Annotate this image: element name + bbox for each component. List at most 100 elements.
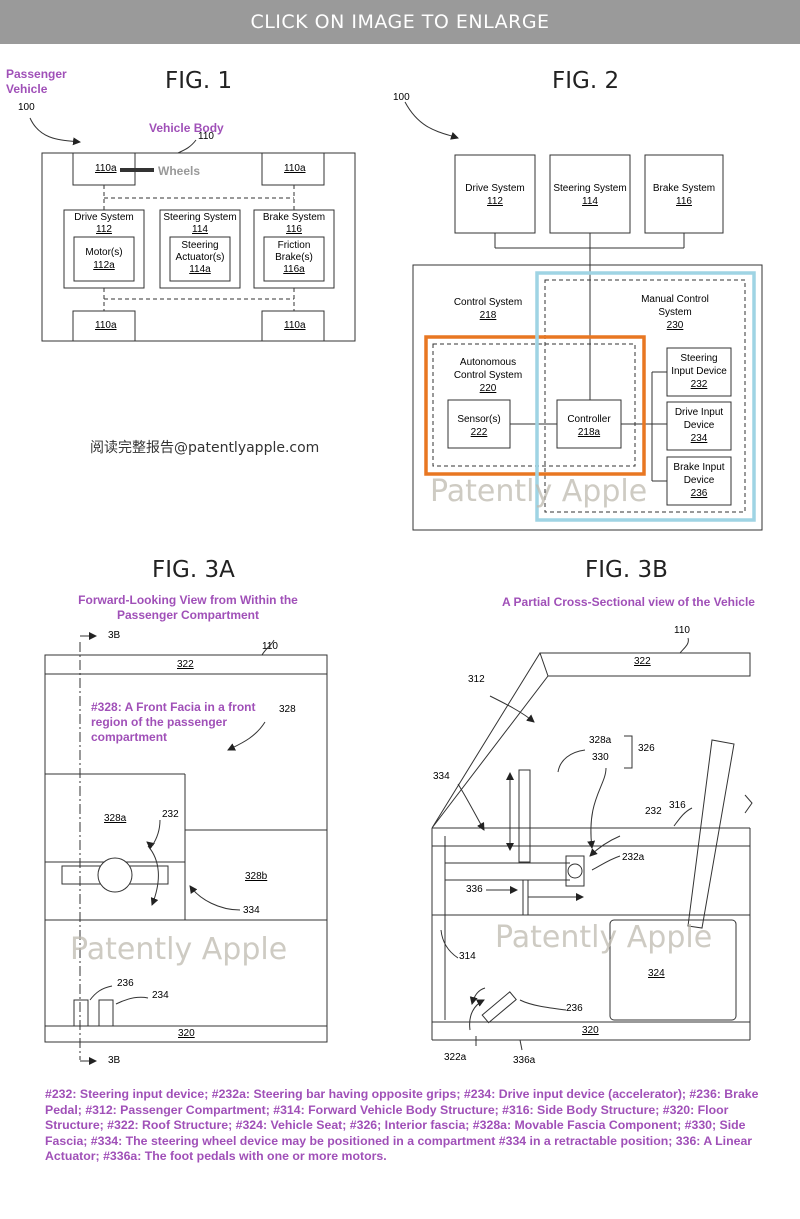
f2-steer-in-1: Steering <box>680 353 718 364</box>
f2-brake-num: 116 <box>676 196 692 207</box>
fig3a-subtitle-1: Forward-Looking View from Within the <box>78 593 298 607</box>
f1-actuator-1: Steering <box>181 240 219 251</box>
f2-drive-num: 112 <box>487 196 503 207</box>
f2-control-num: 218 <box>479 310 497 321</box>
legend-notes: #232: Steering input device; #232a: Stee… <box>45 1087 759 1164</box>
f2-brake-in-1: Brake Input <box>673 462 725 473</box>
wheels-label: Wheels <box>158 164 201 178</box>
f1-steering-num: 114 <box>192 224 208 235</box>
f2-manual-2: System <box>658 307 692 318</box>
f2-drive-in-1: Drive Input <box>674 407 724 418</box>
fig3b <box>431 637 753 1051</box>
f2-drive: Drive System <box>465 183 525 194</box>
f3b-r326: 326 <box>638 743 655 754</box>
front-facia-2: region of the passenger <box>91 715 228 729</box>
f3a-r234: 234 <box>152 990 169 1001</box>
fig2-ref100: 100 <box>393 92 410 103</box>
f1-friction-num: 116a <box>283 264 305 275</box>
fig3a-watermark: Patently Apple <box>70 932 288 967</box>
f3a-3b-bottom: 3B <box>108 1055 121 1066</box>
f3b-r322a: 322a <box>444 1052 467 1063</box>
f2-drive-in-2: Device <box>683 420 715 431</box>
wheel-rr: 110a <box>284 320 306 331</box>
f3a-r328b: 328b <box>245 871 268 882</box>
f3b-r236: 236 <box>566 1003 583 1014</box>
f2-brake-in-2: Device <box>683 475 715 486</box>
f1-brake: Brake System <box>262 212 326 223</box>
autonomous-highlight <box>424 335 646 476</box>
f2-brake-in-num: 236 <box>690 488 708 499</box>
f1-friction-1: Friction <box>277 240 311 251</box>
fig2-title: FIG. 2 <box>552 68 620 94</box>
f3a-r232: 232 <box>162 809 179 820</box>
f3b-r330: 330 <box>592 752 609 763</box>
front-facia-3: compartment <box>91 730 168 744</box>
fig3a-subtitle-2: Passenger Compartment <box>116 608 260 622</box>
f1-drive: Drive System <box>74 212 134 223</box>
fig3a-title: FIG. 3A <box>152 557 235 583</box>
f3b-r322: 322 <box>634 656 651 667</box>
vehicle-body-label: Vehicle Body <box>149 121 224 135</box>
f3b-r312: 312 <box>468 674 485 685</box>
f1-drive-num: 112 <box>96 224 112 235</box>
f3a-r334: 334 <box>243 905 260 916</box>
f3b-r316: 316 <box>669 800 686 811</box>
f3b-r336a: 336a <box>513 1055 536 1066</box>
f1-motor-num: 112a <box>93 260 115 271</box>
f3a-3b-top: 3B <box>108 630 121 641</box>
fig1-ref100: 100 <box>18 102 35 113</box>
f2-auto-2: Control System <box>453 370 523 381</box>
f2-drive-in-num: 234 <box>690 433 708 444</box>
f2-controller-num: 218a <box>577 427 601 438</box>
f3a-r320: 320 <box>178 1028 195 1039</box>
f2-sensor-num: 222 <box>470 427 488 438</box>
fig3b-watermark: Patently Apple <box>495 920 713 955</box>
fig1 <box>29 117 356 342</box>
f3b-r334: 334 <box>433 771 450 782</box>
f2-steer-in-num: 232 <box>690 379 708 390</box>
f2-manual-num: 230 <box>666 320 684 331</box>
f2-controller: Controller <box>567 414 611 425</box>
manual-highlight <box>535 271 756 522</box>
fig2-watermark: Patently Apple <box>430 474 648 509</box>
f2-auto-num: 220 <box>479 383 497 394</box>
f3a-r322: 322 <box>177 659 194 670</box>
f1-steering: Steering System <box>163 212 237 223</box>
fig3b-title: FIG. 3B <box>585 557 668 583</box>
fig1-title: FIG. 1 <box>165 68 233 94</box>
f1-actuator-num: 114a <box>189 264 211 275</box>
f3b-r324: 324 <box>648 968 665 979</box>
vehicle-label: Vehicle <box>6 82 48 96</box>
enlarge-banner[interactable]: CLICK ON IMAGE TO ENLARGE <box>0 0 800 44</box>
f2-control: Control System <box>453 297 523 308</box>
front-facia-1: #328: A Front Facia in a front <box>91 700 256 714</box>
fig2 <box>404 101 763 531</box>
f3a-ref110: 110 <box>262 641 278 652</box>
wheel-rl: 110a <box>95 320 117 331</box>
passenger-label: Passenger <box>6 67 67 81</box>
fig1-ref110: 110 <box>198 131 214 142</box>
f3b-r328a: 328a <box>589 735 612 746</box>
f2-steer-in-2: Input Device <box>671 366 727 377</box>
f2-auto-1: Autonomous <box>459 357 517 368</box>
credit-text[interactable]: 阅读完整报告@patentlyapple.com <box>90 440 320 456</box>
f1-motor: Motor(s) <box>85 247 123 258</box>
f2-steering-num: 114 <box>582 196 598 207</box>
f3a-r236: 236 <box>117 978 134 989</box>
f3b-r314: 314 <box>459 951 476 962</box>
wheel-fr: 110a <box>284 163 306 174</box>
f1-friction-2: Brake(s) <box>275 252 313 263</box>
f3b-r232a: 232a <box>622 852 645 863</box>
f3a-r328: 328 <box>279 704 296 715</box>
f2-manual-1: Manual Control <box>641 294 709 305</box>
wheel-fl: 110a <box>95 163 117 174</box>
fig3a <box>44 632 328 1065</box>
f2-brake: Brake System <box>652 183 716 194</box>
f3b-r232: 232 <box>645 806 662 817</box>
f1-brake-num: 116 <box>286 224 302 235</box>
fig3b-subtitle: A Partial Cross-Sectional view of the Ve… <box>502 595 755 609</box>
f3b-r320: 320 <box>582 1025 599 1036</box>
f3a-r328a: 328a <box>104 813 127 824</box>
f1-actuator-2: Actuator(s) <box>175 252 225 263</box>
